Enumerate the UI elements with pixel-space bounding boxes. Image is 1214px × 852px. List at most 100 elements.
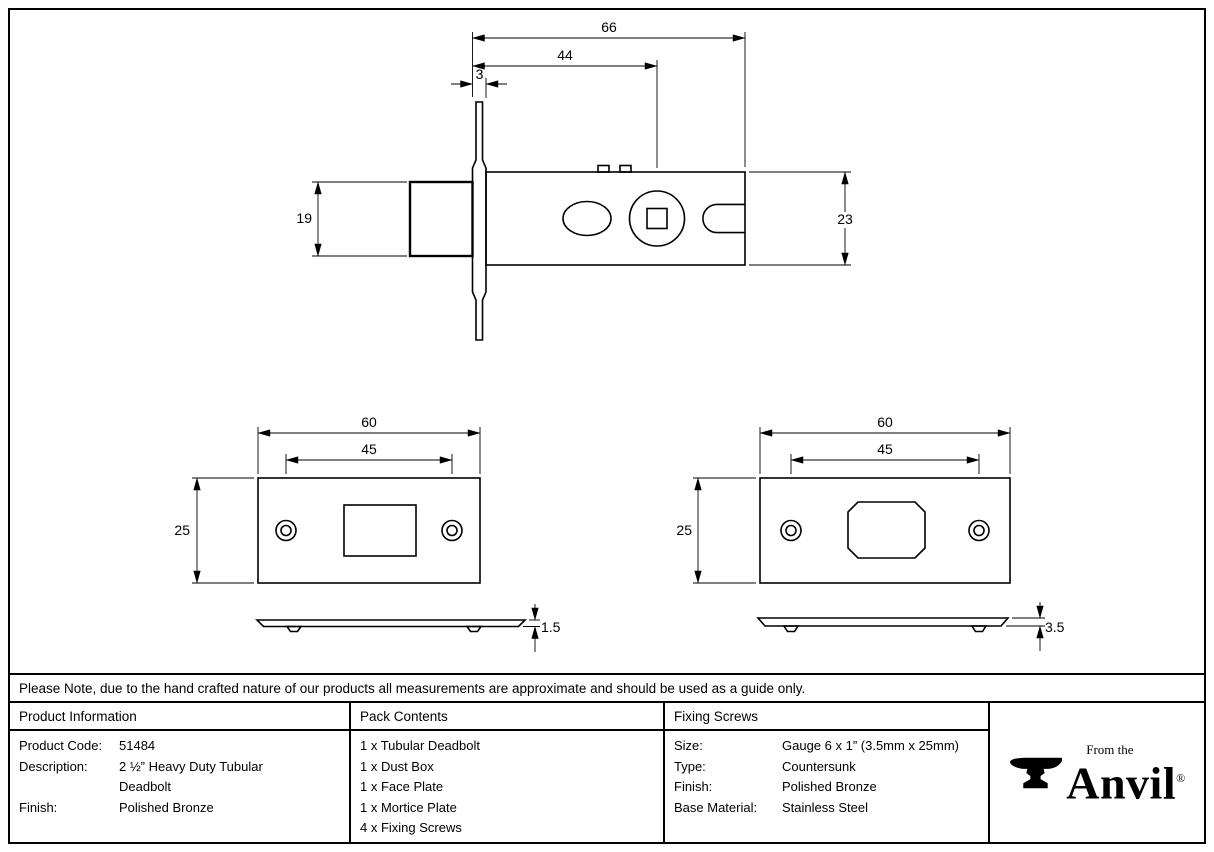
deadbolt-side-view	[408, 101, 746, 341]
dim-plain-width	[257, 427, 481, 474]
dim-label-chamf-25: 25	[676, 522, 692, 538]
finish-value: Polished Bronze	[119, 799, 214, 815]
screw-finish-row: Finish: Polished Bronze	[674, 777, 979, 798]
faceplate-outline	[257, 477, 481, 584]
note-text: Please Note, due to the hand crafted nat…	[19, 680, 806, 696]
finish-row: Finish: Polished Bronze	[19, 798, 340, 819]
case-tab-left	[597, 164, 610, 173]
fixing-screws-column: Fixing Screws Size: Gauge 6 x 1” (3.5mm …	[665, 703, 990, 842]
logo-brand: Anvil®	[1066, 758, 1186, 806]
pack-item: 1 x Tubular Deadbolt	[360, 738, 480, 753]
dim-plain-centres	[285, 454, 453, 474]
screw-hole-right	[441, 519, 463, 542]
bolt-aperture-chamfered	[847, 501, 926, 559]
dim-label-3: 3	[476, 66, 484, 82]
screw-hole-right	[968, 519, 990, 542]
pack-item: 1 x Mortice Plate	[360, 799, 457, 815]
logo-brand-word: Anvil	[1066, 757, 1177, 809]
screw-tip-left	[285, 625, 303, 633]
type-label: Type:	[674, 758, 706, 774]
logo-from-the: From the	[1086, 741, 1134, 757]
size-row: Size: Gauge 6 x 1” (3.5mm x 25mm)	[674, 736, 979, 757]
spindle-square-hole	[646, 207, 668, 230]
dim-label-chamf-45: 45	[877, 441, 893, 457]
screw-hole-right-inner	[446, 524, 458, 537]
screw-finish-value: Polished Bronze	[782, 779, 877, 794]
bolt-aperture	[343, 504, 417, 557]
dim-label-19: 19	[296, 210, 312, 226]
drawing-area: 66 44 3 19	[10, 10, 1204, 673]
screw-hole-right-inner	[973, 524, 985, 537]
pack-contents-body: 1 x Tubular Deadbolt 1 x Dust Box 1 x Fa…	[351, 731, 663, 839]
dim-label-1-5: 1.5	[541, 619, 561, 635]
dim-overall-width	[471, 32, 746, 167]
product-information-header: Product Information	[10, 703, 349, 731]
base-material-value: Stainless Steel	[782, 799, 868, 815]
pack-item: 4 x Fixing Screws	[360, 820, 462, 835]
oval-hole	[562, 200, 612, 237]
faceplate-profile	[756, 617, 1010, 627]
dim-label-chamf-60: 60	[877, 414, 893, 430]
faceplate-chamfered-view	[756, 477, 1011, 633]
technical-drawing: 66 44 3 19	[174, 19, 1065, 652]
base-material-row: Base Material: Stainless Steel	[674, 798, 979, 819]
description-row: Description: 2 ½” Heavy Duty Tubular Dea…	[19, 757, 340, 798]
anvil-icon	[1010, 757, 1063, 789]
mounting-notch	[702, 203, 745, 234]
base-material-label: Base Material:	[674, 799, 758, 815]
dim-chamf-width	[759, 427, 1011, 474]
dim-faceplate-thickness	[451, 78, 507, 98]
dim-label-plain-60: 60	[361, 414, 377, 430]
faceplate-edge	[471, 101, 487, 341]
description-value: 2 ½” Heavy Duty Tubular Deadbolt	[119, 758, 263, 795]
info-table: Product Information Product Code: 51484 …	[10, 703, 1204, 842]
finish-label: Finish:	[19, 799, 58, 815]
screw-tip-right	[465, 625, 483, 633]
type-row: Type: Countersunk	[674, 757, 979, 778]
fixing-screws-body: Size: Gauge 6 x 1” (3.5mm x 25mm) Type: …	[665, 731, 988, 818]
dim-chamf-centres	[790, 454, 980, 474]
dim-bolt-height	[312, 181, 407, 257]
note-bar: Please Note, due to the hand crafted nat…	[10, 673, 1204, 703]
logo-inner: From the Anvil®	[1008, 741, 1186, 806]
faceplate-outline	[759, 477, 1011, 584]
brand-logo: From the Anvil®	[990, 703, 1204, 842]
pack-item: 1 x Dust Box	[360, 758, 434, 774]
screw-hole-left-inner	[280, 524, 292, 537]
dim-label-23: 23	[837, 211, 853, 227]
pack-item: 1 x Face Plate	[360, 779, 444, 794]
screw-finish-label: Finish:	[674, 779, 713, 794]
product-code-label: Product Code:	[19, 738, 103, 753]
dim-label-plain-45: 45	[361, 441, 377, 457]
dim-chamf-height	[693, 477, 756, 584]
screw-hole-left	[780, 519, 802, 542]
faceplate-plain-view	[255, 477, 527, 633]
product-information-body: Product Code: 51484 Description: 2 ½” He…	[10, 731, 349, 818]
case-tab-right	[619, 164, 632, 173]
dim-plain-height	[192, 477, 254, 584]
bolt	[408, 180, 474, 258]
dim-label-plain-25: 25	[174, 522, 190, 538]
screw-hole-left	[275, 519, 297, 542]
dim-label-mask	[831, 212, 859, 228]
product-code-row: Product Code: 51484	[19, 736, 340, 757]
screw-hole-left-inner	[785, 524, 797, 537]
screw-tip-right	[970, 625, 988, 633]
spindle-follower	[628, 190, 686, 247]
pack-contents-header: Pack Contents	[351, 703, 663, 731]
lock-case	[485, 171, 746, 266]
pack-contents-column: Pack Contents 1 x Tubular Deadbolt 1 x D…	[351, 703, 665, 842]
dim-chamf-thickness	[1006, 602, 1045, 651]
type-value: Countersunk	[782, 758, 856, 774]
dim-plain-thickness	[523, 604, 540, 652]
faceplate-profile	[255, 619, 527, 628]
dim-label-44: 44	[557, 47, 573, 63]
dim-label-3-5: 3.5	[1045, 619, 1065, 635]
product-code-value: 51484	[119, 738, 156, 753]
screw-tip-left	[782, 625, 800, 633]
dim-label-66: 66	[601, 19, 617, 35]
size-value: Gauge 6 x 1” (3.5mm x 25mm)	[782, 738, 959, 753]
registered-mark: ®	[1176, 770, 1186, 785]
fixing-screws-header: Fixing Screws	[665, 703, 988, 731]
description-label: Description:	[19, 758, 88, 774]
